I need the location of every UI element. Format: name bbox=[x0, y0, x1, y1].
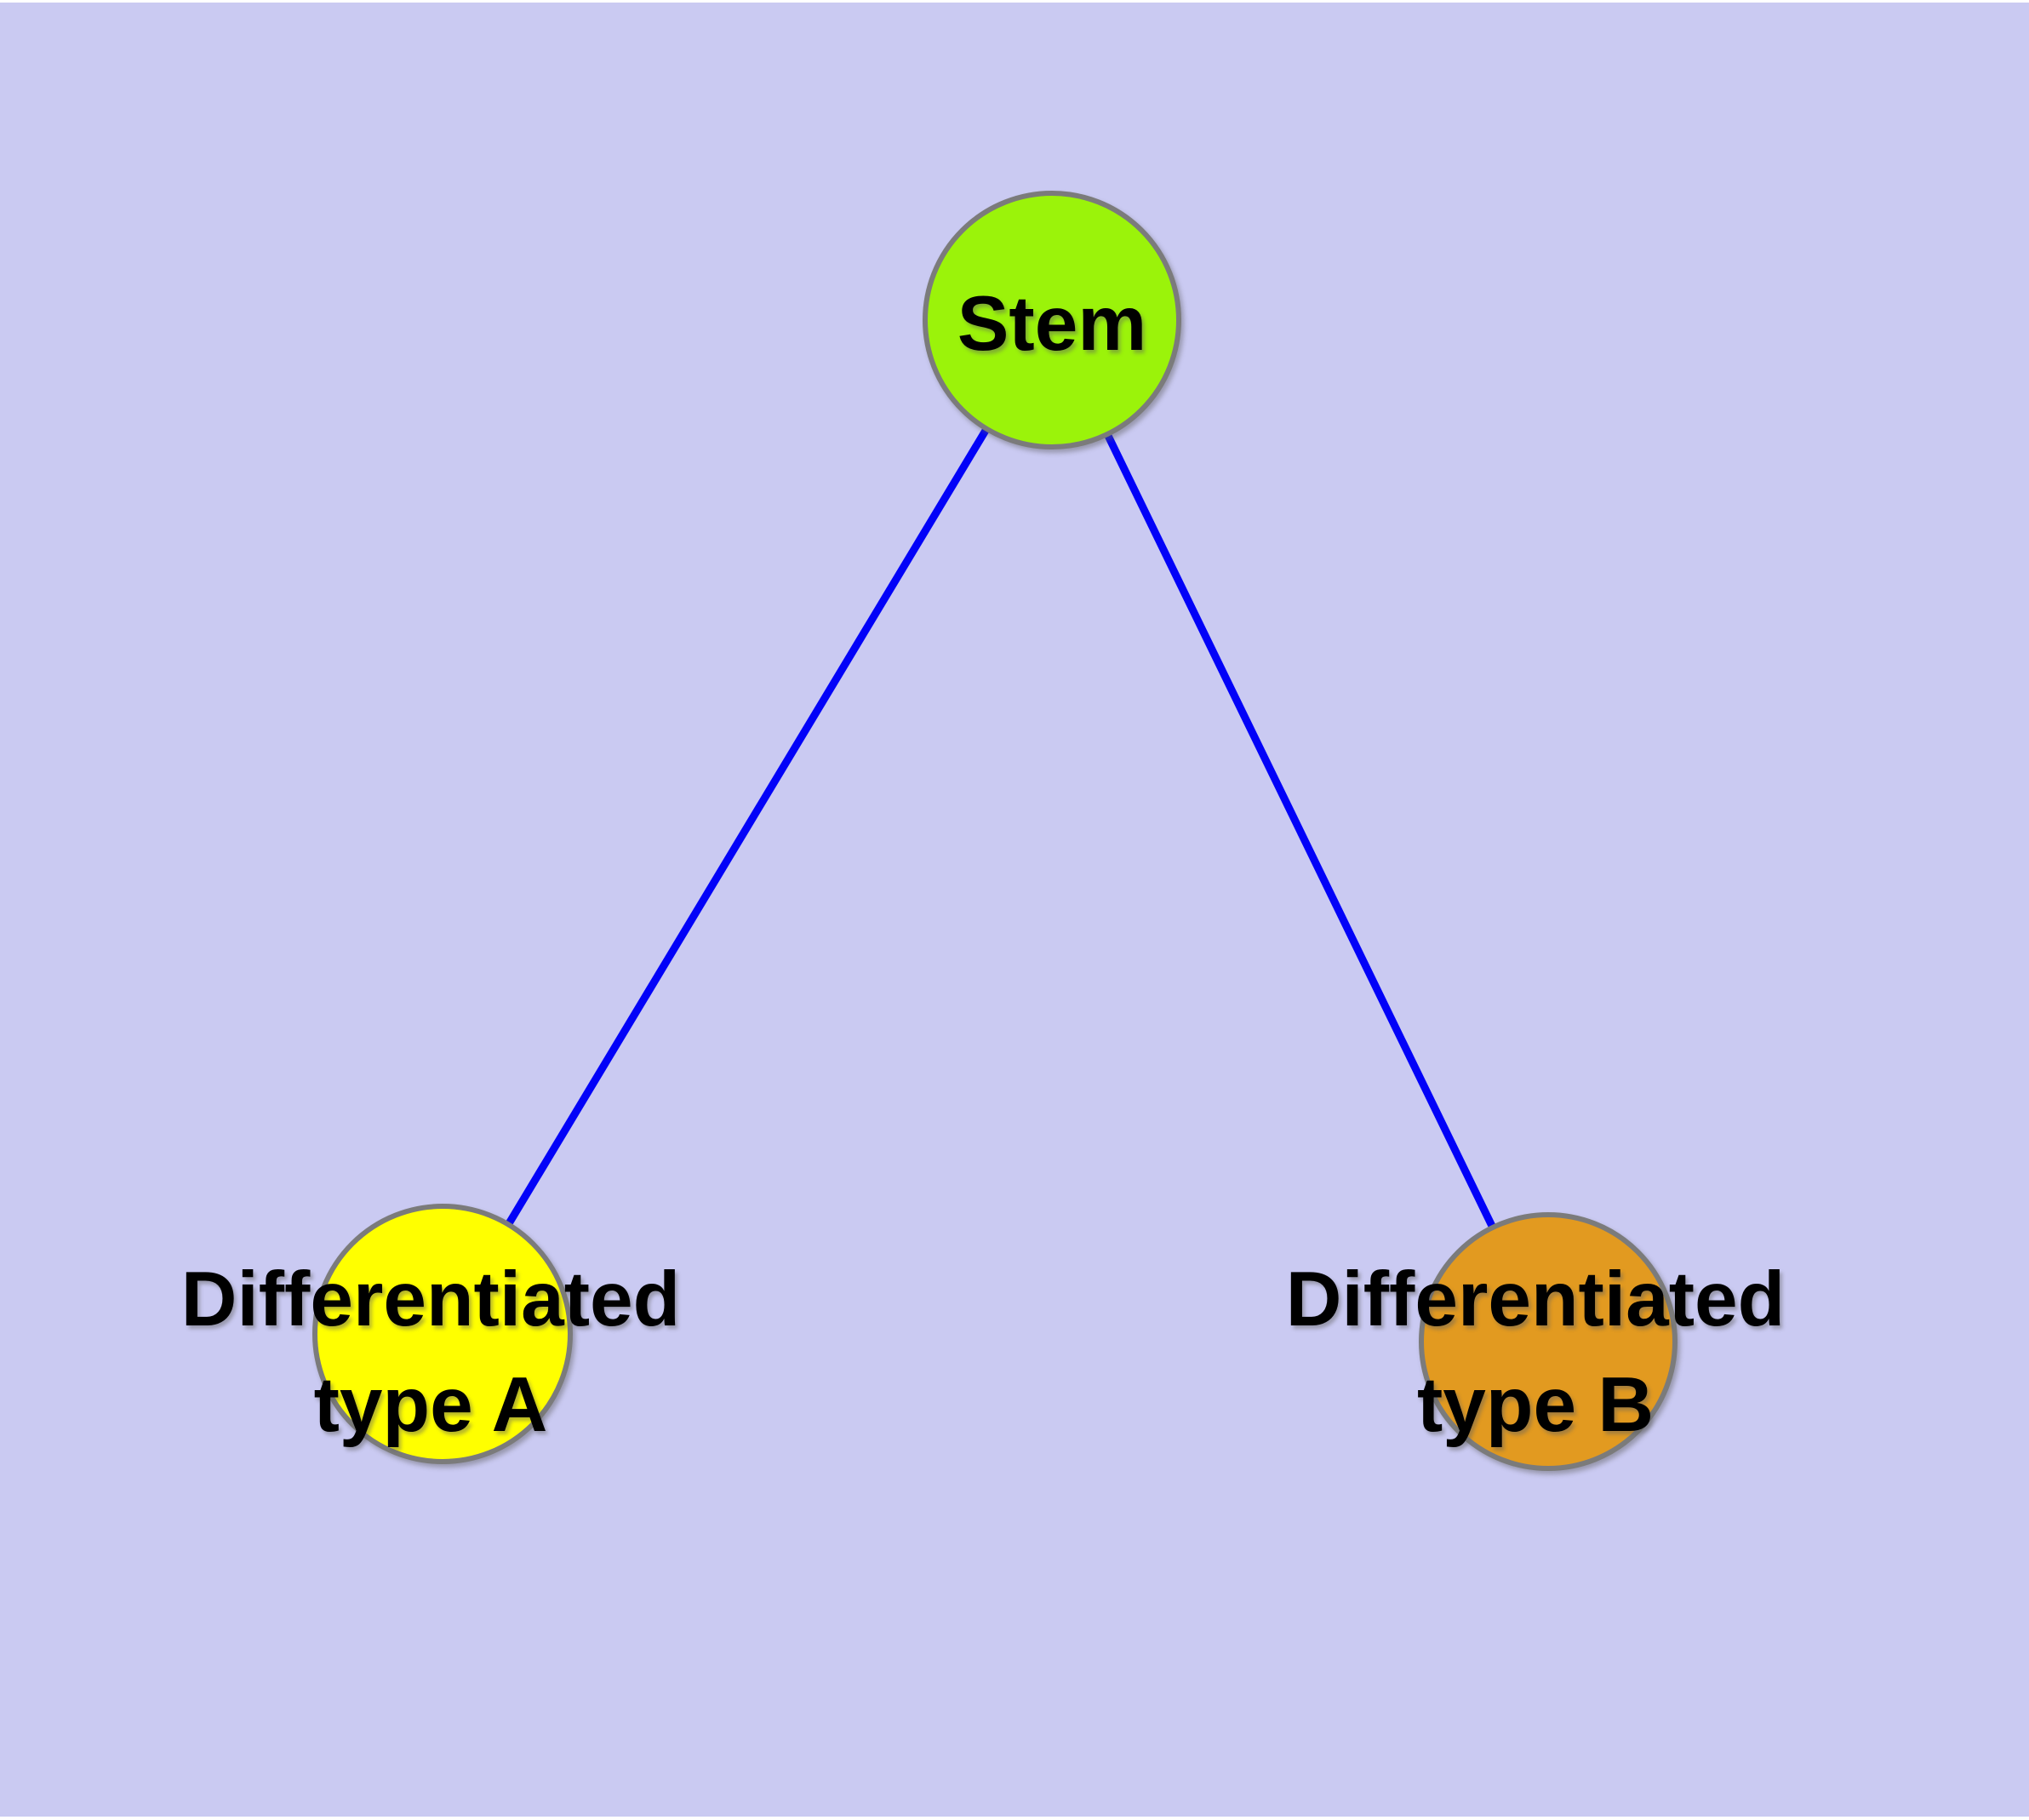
label-line: type A bbox=[313, 1362, 548, 1448]
label-line: Differentiated bbox=[1285, 1256, 1786, 1342]
edge-stem-to-type-b bbox=[1048, 318, 1552, 1343]
edge-stem-to-type-a bbox=[439, 318, 1055, 1336]
node-type-a-label: Differentiated type A bbox=[181, 1247, 681, 1458]
node-stem-label: Stem bbox=[957, 272, 1147, 377]
diagram-stage: Stem Differentiated type A Differentiate… bbox=[0, 3, 2029, 1817]
node-stem-circle bbox=[923, 191, 1181, 449]
graph-canvas bbox=[0, 3, 2029, 1817]
node-type-a-circle bbox=[312, 1204, 573, 1464]
label-line: Differentiated bbox=[180, 1256, 681, 1342]
node-type-b-label: Differentiated type B bbox=[1286, 1247, 1786, 1458]
label-line: Stem bbox=[957, 281, 1147, 367]
node-type-b-circle bbox=[1419, 1212, 1677, 1471]
label-line: type B bbox=[1416, 1362, 1655, 1448]
